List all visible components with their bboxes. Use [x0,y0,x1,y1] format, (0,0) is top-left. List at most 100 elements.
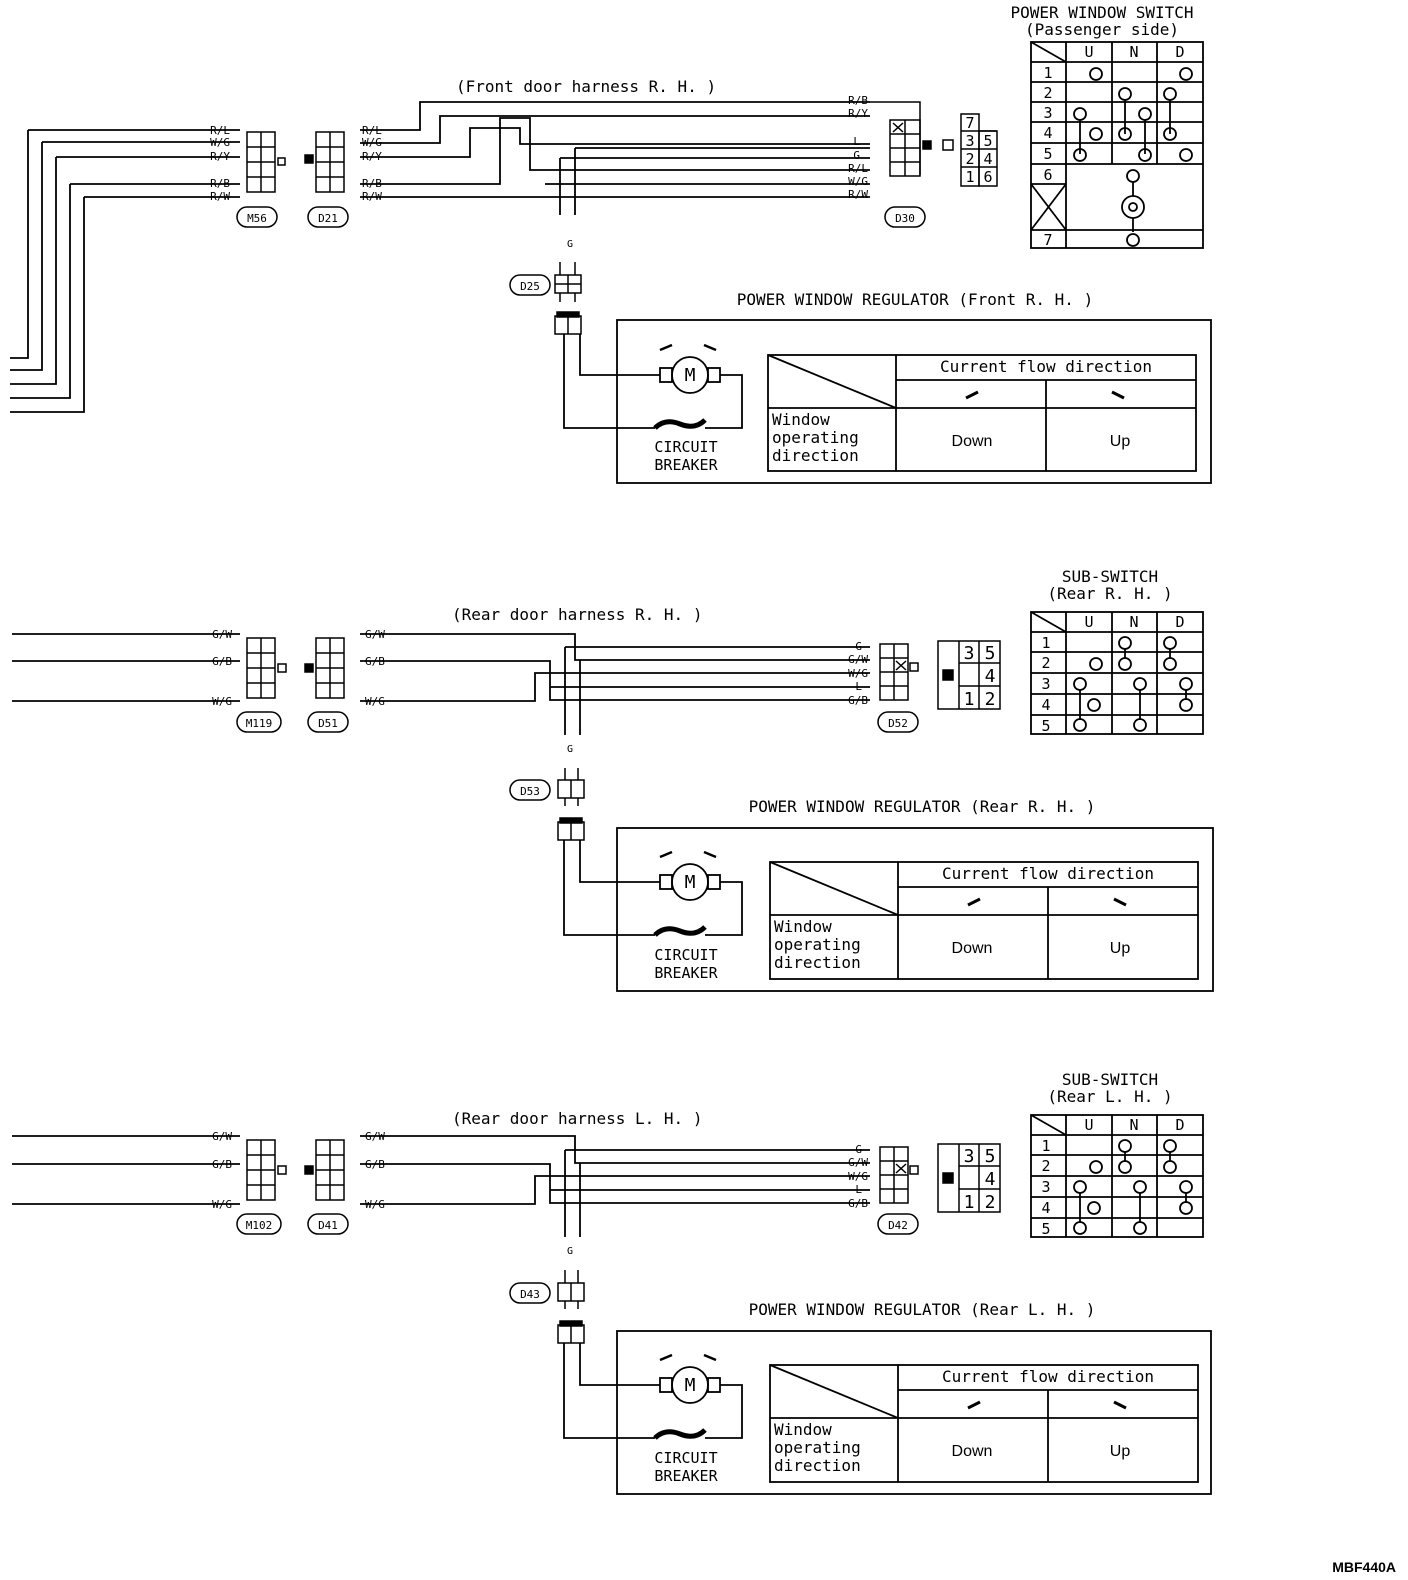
wire-label: W/G [365,695,385,708]
row-label: operating [772,428,859,447]
breaker-label: BREAKER [654,456,718,474]
pin-number: 4 [983,150,992,168]
rear-rh-harness-wires [360,633,870,735]
regulator-title: POWER WINDOW REGULATOR (Rear L. H. ) [749,1300,1096,1319]
motor-symbol: M [685,365,696,386]
ground-mark: G [567,1246,573,1257]
wire-label: L [855,680,862,693]
switch-row-label: 1 [1043,64,1052,82]
switch-col-label: U [1084,1116,1093,1134]
wire-label: G/B [212,655,232,668]
wire-label: R/L [848,162,868,175]
switch-table-rear-rh [1030,611,1204,735]
flow-header: Current flow direction [942,864,1154,883]
connector-d52 [877,643,919,733]
connector-d21 [304,131,349,228]
left-bundle-rear-lh [12,1135,240,1205]
connector-label: D42 [888,1219,908,1232]
switch-row-label: 5 [1041,1220,1050,1238]
connector-label: D51 [318,717,338,730]
switch-row-label: 6 [1043,166,1052,184]
wire-label: R/B [848,94,868,107]
connector-d51 [304,637,349,733]
pin-grid-rear-rh [937,640,1001,710]
wire-label: W/G [362,136,382,149]
switch-table-front [1030,41,1204,249]
switch-col-label: N [1129,613,1138,631]
connector-d42 [877,1146,919,1235]
connector-d53 [509,768,585,841]
section-rear-rh: (Rear door harness R. H. ) G/W G/B W/G M… [12,567,1214,992]
left-bundle-rear-rh [12,633,240,702]
switch-subtitle: (Rear R. H. ) [1047,584,1172,603]
wire-label: R/L [362,124,382,137]
switch-title: SUB-SWITCH [1062,567,1158,586]
wire-label: W/G [848,175,868,188]
wire-label: G/W [848,653,868,666]
switch-col-label: N [1129,43,1138,61]
pin-number: 1 [964,1192,975,1213]
breaker-label: CIRCUIT [654,1449,717,1467]
row-label: operating [774,1438,861,1457]
switch-row-label: 4 [1043,124,1052,142]
wire-label: G/W [212,628,232,641]
row-label: direction [774,1456,861,1475]
wire-label: L [853,135,860,148]
flow-header: Current flow direction [940,357,1152,376]
up-value: Up [1110,940,1131,957]
breaker-label: CIRCUIT [654,946,717,964]
switch-col-label: D [1175,1116,1184,1134]
switch-row-label: 2 [1041,1157,1050,1175]
motor-symbol: M [685,872,696,893]
switch-row-label: 1 [1041,1137,1050,1155]
harness-label-rear-rh: (Rear door harness R. H. ) [452,605,702,624]
wire-label: G/B [365,655,385,668]
wire-label: G/B [848,1197,868,1210]
regulator-title: POWER WINDOW REGULATOR (Front R. H. ) [737,290,1093,309]
wire-label: G/W [212,1130,232,1143]
connector-d25 [509,262,582,335]
connector-d41 [304,1139,349,1235]
switch-row-label: 4 [1041,696,1050,714]
row-label: Window [774,917,832,936]
switch-row-label: 5 [1041,717,1050,735]
switch-row-label: 2 [1041,654,1050,672]
pin-number: 2 [985,1192,996,1213]
wire-label: W/G [212,1198,232,1211]
front-harness-wires [360,101,870,215]
connector-d30 [870,101,932,228]
switch-col-label: U [1084,613,1093,631]
switch-col-label: D [1175,613,1184,631]
pin-number: 5 [983,132,992,150]
connector-m119 [236,637,287,733]
harness-label-front: (Front door harness R. H. ) [456,77,716,96]
wire-label: R/Y [210,150,230,163]
wire-label: R/W [362,190,382,203]
pin-number: 3 [964,1146,975,1167]
connector-label: M56 [247,212,267,225]
section-front-rh: (Front door harness R. H. ) R/L W/G R/Y … [10,3,1212,484]
pin-number: 1 [964,689,975,710]
row-label: direction [772,446,859,465]
wire-label: W/G [365,1198,385,1211]
rear-lh-harness-wires [360,1135,870,1237]
switch-row-label: 3 [1041,1178,1050,1196]
switch-col-label: D [1175,43,1184,61]
up-value: Up [1110,433,1131,450]
regulator-title: POWER WINDOW REGULATOR (Rear R. H. ) [749,797,1096,816]
connector-label: D41 [318,1219,338,1232]
wire-label: R/B [362,177,382,190]
wire-label: G [855,1143,862,1156]
connector-d43 [509,1270,585,1344]
regulator-rear-lh [563,1330,1212,1495]
pin-number: 2 [985,689,996,710]
switch-col-label: N [1129,1116,1138,1134]
row-label: Window [774,1420,832,1439]
pin-number: 1 [965,168,974,186]
wire-label: R/B [210,177,230,190]
wire-label: R/W [848,188,868,201]
connector-label: D53 [520,785,540,798]
wire-label: W/G [848,1170,868,1183]
regulator-front [563,319,1212,484]
